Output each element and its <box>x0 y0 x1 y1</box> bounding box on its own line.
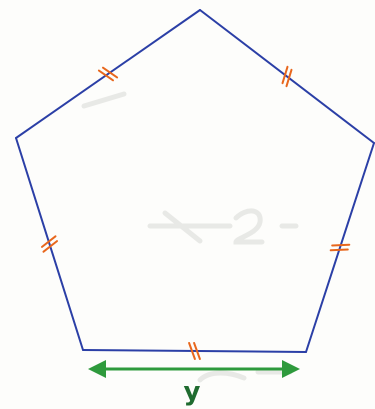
pentagon-side-bottom <box>82 349 307 353</box>
equal-side-marks <box>41 65 351 360</box>
pentagon <box>15 9 375 353</box>
arrow-head-icon <box>88 360 106 378</box>
pentagon-side-left <box>15 137 84 351</box>
measure-arrow-y <box>88 360 300 378</box>
side-length-label-y: y <box>184 377 201 407</box>
double-tick-icon-left <box>41 235 57 248</box>
pentagon-side-top-right <box>199 9 375 144</box>
double-tick-icon-right <box>331 243 351 247</box>
pentagon-side-right <box>305 142 375 353</box>
arrow-head-icon <box>282 360 300 378</box>
pentagon-side-top-left <box>15 9 201 139</box>
double-tick-icon-top-right <box>285 68 293 88</box>
double-tick-icon-top-left <box>97 69 114 82</box>
double-tick-icon-right <box>329 248 349 252</box>
faint-background-marks <box>81 91 299 383</box>
double-tick-icon-left <box>42 240 58 253</box>
double-tick-icon-top-left <box>102 66 119 79</box>
double-tick-icon-bottom <box>193 342 201 360</box>
double-tick-icon-bottom <box>188 342 196 360</box>
double-tick-icon-top-right <box>281 65 289 85</box>
